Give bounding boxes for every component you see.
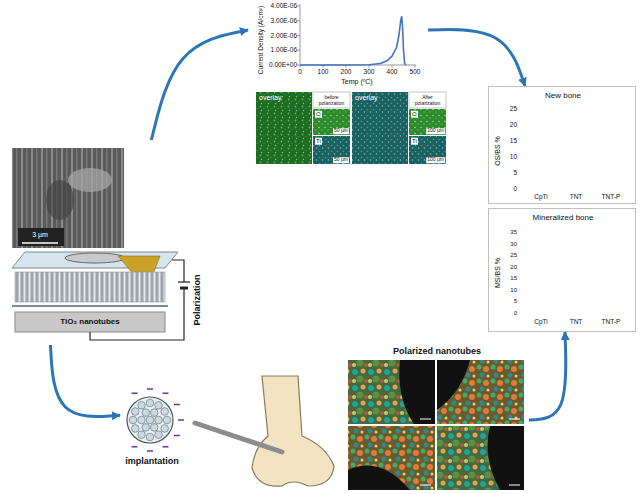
tick-label: 10 xyxy=(510,287,517,294)
layer-label: TiO₂ nanotubes xyxy=(60,318,119,327)
histology-panel: Polarized nanotubes xyxy=(345,342,529,492)
flow-arrow xyxy=(151,30,248,140)
chart-title: Mineralized bone xyxy=(533,214,594,223)
tick-label: 400 xyxy=(387,68,398,75)
tick-label: 100 xyxy=(318,68,329,75)
tick-label: 0 xyxy=(514,310,517,317)
tick-label: 0 xyxy=(513,185,517,192)
tick-label: 35 xyxy=(510,229,517,236)
tick-label: 1.00E-06 xyxy=(271,47,297,54)
map-caption: After polarization xyxy=(410,95,445,106)
tsdc-plot xyxy=(297,4,416,68)
element-label: Ti xyxy=(315,138,322,145)
category-label: CpTi xyxy=(534,318,547,325)
panel-title: Polarized nanotubes xyxy=(393,347,481,357)
element-label: O xyxy=(315,111,322,118)
category-label: TNT-P xyxy=(602,193,621,200)
eds-map xyxy=(352,92,446,164)
tsdc-chart: Current Density (A/cm²) 0.00E+00 1.00E-06 2… xyxy=(248,0,428,90)
axis-title: Current Density (A/cm²) xyxy=(257,6,264,74)
tick-label: 500 xyxy=(410,68,421,75)
scale-label: 50 µm xyxy=(333,128,349,134)
axis-title: MS/BS % xyxy=(494,258,502,288)
map-label: overlay xyxy=(355,94,378,102)
category-label: CpTi xyxy=(534,193,547,200)
axis-title: OS/BS % xyxy=(494,136,502,166)
scale-label: 100 µm xyxy=(426,128,445,134)
element-label: Ti xyxy=(411,138,418,145)
tick-label: 5 xyxy=(513,169,517,176)
process-label: Polarization xyxy=(193,274,203,325)
scale-label: 100 µm xyxy=(426,157,445,163)
tick-label: 30 xyxy=(510,240,517,247)
map-caption: before polarization xyxy=(314,95,349,106)
tick-label: 0.00E+00 xyxy=(269,61,297,68)
implantation-panel: implantation xyxy=(120,372,345,492)
tick-label: 10 xyxy=(510,153,517,160)
category-label: TNT-P xyxy=(602,318,621,325)
tick-label: 20 xyxy=(510,263,517,270)
tick-label: 3.00E-06 xyxy=(271,17,297,24)
tick-label: 15 xyxy=(510,137,517,144)
flow-arrow xyxy=(50,345,120,417)
tick-label: 20 xyxy=(510,121,517,128)
flow-arrow xyxy=(428,29,525,86)
flow-arrow xyxy=(529,332,566,420)
tick-label: 0 xyxy=(298,68,302,75)
element-label: O xyxy=(411,111,418,118)
category-label: TNT xyxy=(570,318,583,325)
tick-label: 25 xyxy=(510,252,517,259)
histology-images xyxy=(348,360,524,490)
map-label: overlay xyxy=(259,94,282,102)
tick-label: 25 xyxy=(510,105,517,112)
tick-label: 5 xyxy=(514,298,517,305)
setup-panel: 3 µm TiO₂ nanotubes Polarization xyxy=(2,140,208,345)
scale-label: 3 µm xyxy=(32,231,48,239)
category-label: TNT xyxy=(570,193,583,200)
tick-label: 4.00E-06 xyxy=(271,2,297,9)
tick-label: 200 xyxy=(341,68,352,75)
chart-title: New bone xyxy=(545,92,581,101)
eds-map-panel: overlay before polarizationO 50 µm Ti 50 µm xyxy=(256,92,351,165)
step-label: implantation xyxy=(125,457,179,467)
eds-map xyxy=(256,92,350,164)
axis-title: Temp (ºC) xyxy=(341,78,372,86)
tick-label: 15 xyxy=(510,275,517,282)
bar-chart: Mineralized boneMS/BS % 0 5 10 15 20 25 30 35CpT… xyxy=(488,208,636,332)
tick-label: 300 xyxy=(364,68,375,75)
eds-map-panel: overlay After polarizationO 100 µm Ti 100 µm xyxy=(352,92,447,165)
implantation-figure xyxy=(127,376,334,486)
tick-label: 2.00E-06 xyxy=(271,32,297,39)
scale-label: 50 µm xyxy=(333,157,349,163)
bar-chart: New boneOS/BS % 0 5 10 15 20 25CpTi TNT TNT-P xyxy=(488,86,636,204)
polarization-setup xyxy=(12,148,190,340)
